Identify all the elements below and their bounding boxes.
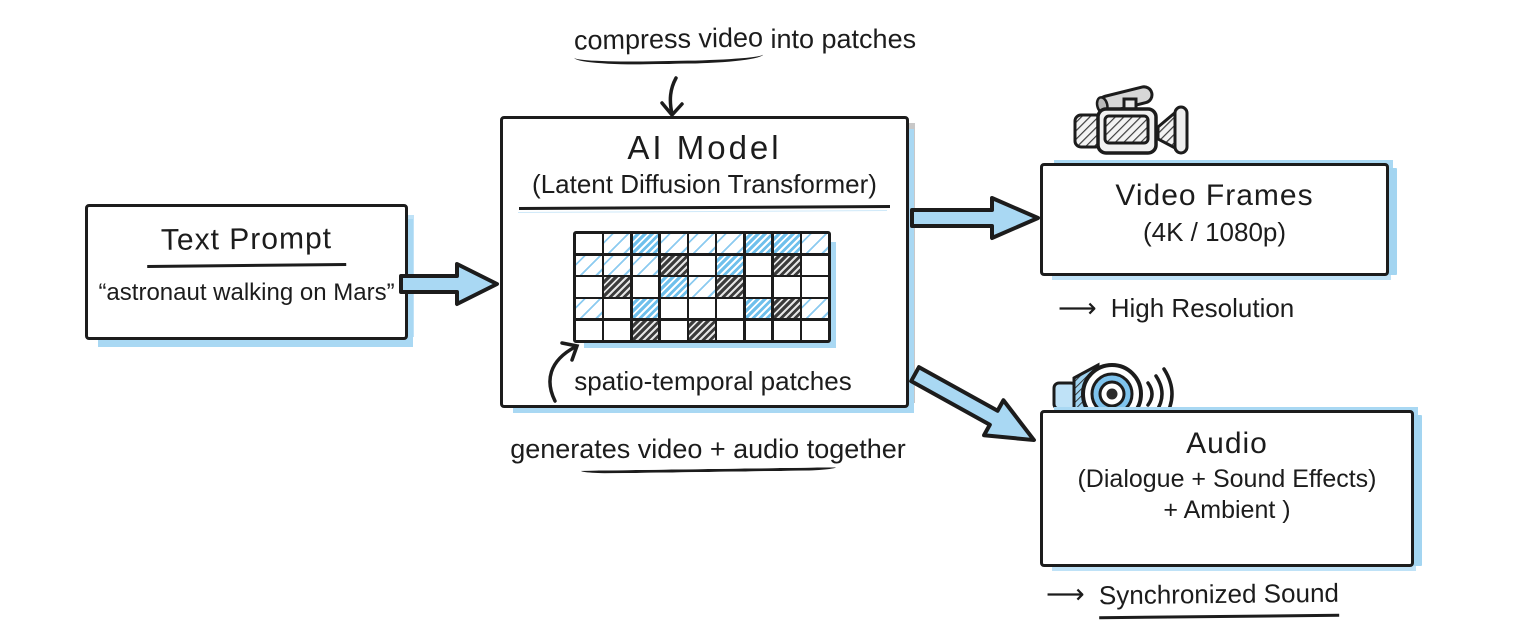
text-prompt-quote: “astronaut walking on Mars” bbox=[98, 279, 395, 306]
patch-cell bbox=[689, 320, 715, 340]
patch-cell bbox=[717, 255, 744, 275]
patch-cell bbox=[773, 234, 800, 254]
patch-cell bbox=[802, 299, 828, 319]
patch-cell bbox=[576, 320, 602, 340]
generates-underline bbox=[580, 467, 836, 474]
patch-grid bbox=[573, 231, 831, 343]
patch-cell bbox=[745, 320, 772, 340]
patch-cell bbox=[802, 255, 828, 275]
patch-cell bbox=[632, 320, 659, 340]
patch-pointer-arrow-icon bbox=[548, 341, 580, 403]
audio-subtitle: (Dialogue + Sound Effects) bbox=[1077, 465, 1377, 493]
patch-cell bbox=[604, 277, 631, 297]
generates-annotation: generates video + audio together bbox=[502, 434, 914, 474]
patch-cell bbox=[660, 277, 687, 297]
patch-cell bbox=[689, 255, 715, 275]
patch-cell bbox=[660, 234, 687, 254]
patch-cell bbox=[632, 277, 659, 297]
ai-model-divider bbox=[519, 205, 890, 210]
patch-cell bbox=[773, 277, 800, 297]
patch-cell bbox=[689, 299, 715, 319]
patch-label: spatio-temporal patches bbox=[574, 366, 852, 396]
patch-cell bbox=[660, 299, 687, 319]
arrow-model-to-video bbox=[910, 196, 1040, 240]
patch-cell bbox=[576, 255, 602, 275]
patch-cell bbox=[802, 234, 828, 254]
patch-cell bbox=[745, 234, 772, 254]
patch-cell bbox=[604, 299, 631, 319]
patch-cell bbox=[576, 299, 602, 319]
right-arrow-icon: ⟶ bbox=[1058, 293, 1097, 324]
compress-arrow-down-icon bbox=[660, 76, 684, 118]
patch-cell bbox=[632, 234, 659, 254]
patch-cell bbox=[689, 277, 715, 297]
ai-model-title: AI Model bbox=[627, 129, 782, 166]
video-frames-box: Video Frames (4K / 1080p) bbox=[1040, 163, 1389, 276]
patch-cell bbox=[660, 320, 687, 340]
ai-model-box: AI Model (Latent Diffusion Transformer) … bbox=[500, 116, 909, 408]
patch-cell bbox=[717, 299, 744, 319]
patch-cell bbox=[745, 299, 772, 319]
video-camera-icon bbox=[1073, 85, 1189, 155]
patch-cell bbox=[689, 234, 715, 254]
video-frames-subtitle: (4K / 1080p) bbox=[1142, 217, 1287, 247]
high-resolution-caption: ⟶ High Resolution bbox=[1058, 293, 1294, 324]
speaker-icon bbox=[1052, 362, 1174, 427]
synchronized-sound-caption: ⟶ Synchronized Sound bbox=[1046, 577, 1339, 620]
patch-cell bbox=[773, 299, 800, 319]
arrow-model-to-audio bbox=[909, 365, 1036, 443]
video-frames-title: Video Frames bbox=[1115, 179, 1314, 212]
patch-cell bbox=[604, 234, 631, 254]
patch-cell bbox=[604, 320, 631, 340]
right-arrow-icon: ⟶ bbox=[1046, 579, 1085, 610]
compress-annotation-rest: into patches bbox=[762, 24, 917, 54]
patch-cell bbox=[632, 255, 659, 275]
audio-box: Audio (Dialogue + Sound Effects) + Ambie… bbox=[1040, 410, 1414, 567]
patch-cell bbox=[745, 255, 772, 275]
patch-cell bbox=[576, 277, 602, 297]
audio-title: Audio bbox=[1186, 427, 1268, 460]
patch-cell bbox=[576, 234, 602, 254]
patch-cell bbox=[717, 277, 744, 297]
text-prompt-box: Text Prompt “astronaut walking on Mars” bbox=[85, 204, 408, 340]
high-resolution-text: High Resolution bbox=[1110, 293, 1295, 323]
audio-subtitle2: + Ambient ) bbox=[1163, 496, 1291, 524]
compress-annotation-underlined: compress video bbox=[573, 22, 764, 66]
patch-cell bbox=[773, 320, 800, 340]
patch-cell bbox=[802, 320, 828, 340]
ai-model-subtitle: (Latent Diffusion Transformer) bbox=[532, 169, 877, 199]
patch-cell bbox=[632, 299, 659, 319]
patch-cell bbox=[745, 277, 772, 297]
compress-annotation: compress video into patches bbox=[530, 22, 960, 66]
arrow-text-to-model bbox=[399, 262, 499, 306]
patch-cell bbox=[604, 255, 631, 275]
patch-cell bbox=[717, 234, 744, 254]
patch-cell bbox=[802, 277, 828, 297]
patch-cell bbox=[660, 255, 687, 275]
patch-cell bbox=[717, 320, 744, 340]
generates-annotation-text: generates video + audio together bbox=[510, 434, 906, 464]
text-prompt-title: Text Prompt bbox=[146, 221, 347, 269]
patch-cell bbox=[773, 255, 800, 275]
synchronized-sound-text: Synchronized Sound bbox=[1098, 577, 1339, 620]
